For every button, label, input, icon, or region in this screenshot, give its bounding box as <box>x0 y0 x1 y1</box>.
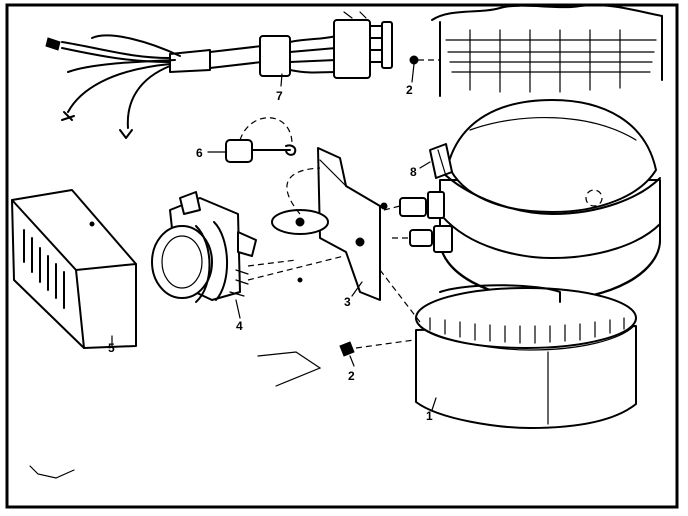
callout-4: 4 <box>236 319 243 333</box>
leader-lines <box>111 63 437 411</box>
thermal-limit-switch <box>429 143 453 179</box>
switch <box>225 117 297 163</box>
callout-1: 1 <box>426 409 433 423</box>
upper-screw <box>409 55 440 65</box>
dome-housing <box>439 99 661 301</box>
mounting-bracket <box>271 147 388 301</box>
housing-top <box>431 4 663 97</box>
cover <box>11 189 137 349</box>
callout-5: 5 <box>108 341 115 355</box>
callout-7: 7 <box>276 89 283 103</box>
scratch-marks <box>29 351 322 479</box>
callout-2-upper: 2 <box>406 83 413 97</box>
wiring-harness <box>45 11 393 139</box>
callout-3: 3 <box>344 295 351 309</box>
callout-2-lower: 2 <box>348 369 355 383</box>
callout-6: 6 <box>196 146 203 160</box>
callout-8: 8 <box>410 165 417 179</box>
thermostat-motor <box>151 191 345 303</box>
lower-screw <box>339 269 421 357</box>
heater-band <box>415 284 637 429</box>
terminal-connectors <box>383 191 453 253</box>
diagram-frame <box>5 3 679 509</box>
